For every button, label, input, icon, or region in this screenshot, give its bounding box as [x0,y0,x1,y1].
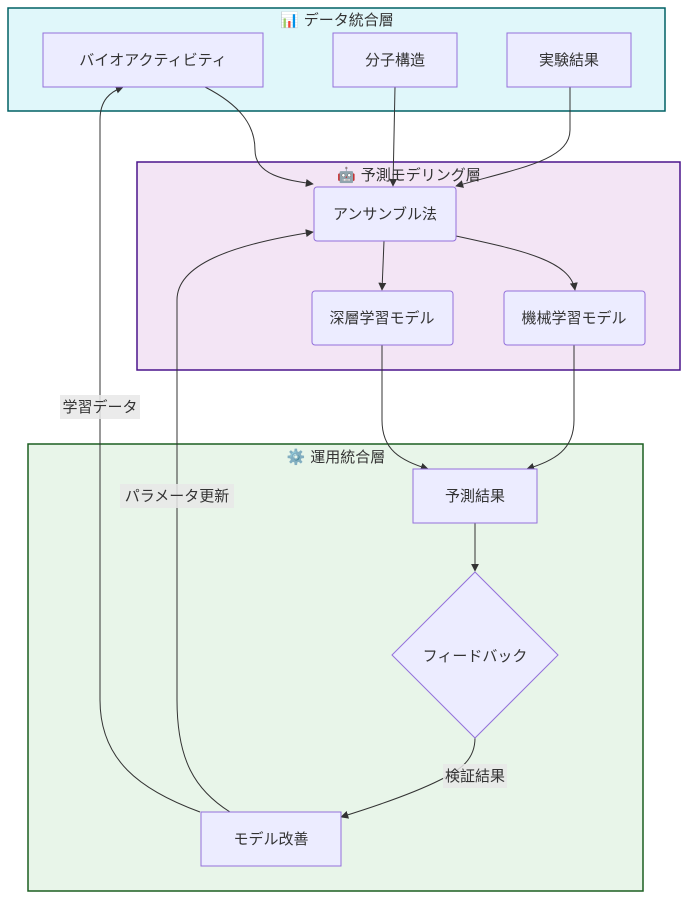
node-machine-learning-model[interactable]: 機械学習モデル [503,290,646,346]
node-machine-learning-model-label: 機械学習モデル [521,309,626,327]
node-deep-learning-model-box [311,290,454,346]
node-model-improvement-label: モデル改善 [233,830,308,848]
node-machine-learning-model-box [503,290,646,346]
node-molecular-structure-box [332,32,458,88]
edge-label-bg [443,764,507,788]
cluster-data-title: 📊 データ統合層 [280,11,393,29]
node-deep-learning-model[interactable]: 深層学習モデル [311,290,454,346]
node-bioactivity-label: バイオアクティビティ [79,51,226,69]
edge-label-training-data-text: 学習データ [62,398,137,416]
node-prediction-results[interactable]: 予測結果 [412,468,538,524]
edge-dl-to-prediction [381,345,429,471]
node-bioactivity-box [42,32,264,88]
node-molecular-structure[interactable]: 分子構造 [332,32,458,88]
edge-improvement-to-ensemble [176,229,314,813]
edge-improvement-to-bio [99,85,201,813]
node-ensemble-method[interactable]: アンサンブル法 [313,186,457,242]
edge-label-training-data: 学習データ [60,395,140,419]
edge-label-validation: 検証結果 [443,764,507,788]
edge-ensemble-to-dl [378,240,387,291]
edge-label-bg [120,484,234,508]
node-bioactivity[interactable]: バイオアクティビティ [42,32,264,88]
edge-label-validation-text: 検証結果 [445,767,505,785]
node-feedback[interactable]: フィードバック [391,571,559,739]
node-prediction-results-label: 予測結果 [445,487,505,505]
edge-label-param-update: パラメータ更新 [120,484,234,508]
edge-label-param-update-text: パラメータ更新 [125,487,230,505]
edge-bio-to-ensemble [204,86,314,187]
node-deep-learning-model-label: 深層学習モデル [329,309,434,327]
node-ensemble-method-box [313,186,457,242]
node-prediction-results-box [412,468,538,524]
node-experiment-results[interactable]: 実験結果 [506,32,632,88]
edge-exp-to-ensemble [455,87,571,188]
edge-mol-to-ensemble [389,86,398,187]
node-molecular-structure-label: 分子構造 [365,51,425,69]
cluster-ops-title: ⚙️ 運用統合層 [287,448,385,466]
edge-label-bg [60,395,140,419]
edge-ml-to-prediction [526,345,575,471]
node-model-improvement-box [200,811,342,867]
cluster-model-title: 🤖 予測モデリング層 [337,166,480,184]
edge-ensemble-to-ml [455,235,578,291]
edge-feedback-to-improvement [340,737,476,819]
node-model-improvement[interactable]: モデル改善 [200,811,342,867]
node-experiment-results-box [506,32,632,88]
node-feedback-diamond [391,571,559,739]
node-ensemble-method-label: アンサンブル法 [333,205,437,223]
edges [99,85,578,819]
node-experiment-results-label: 実験結果 [539,51,599,69]
node-feedback-label: フィードバック [423,647,528,665]
